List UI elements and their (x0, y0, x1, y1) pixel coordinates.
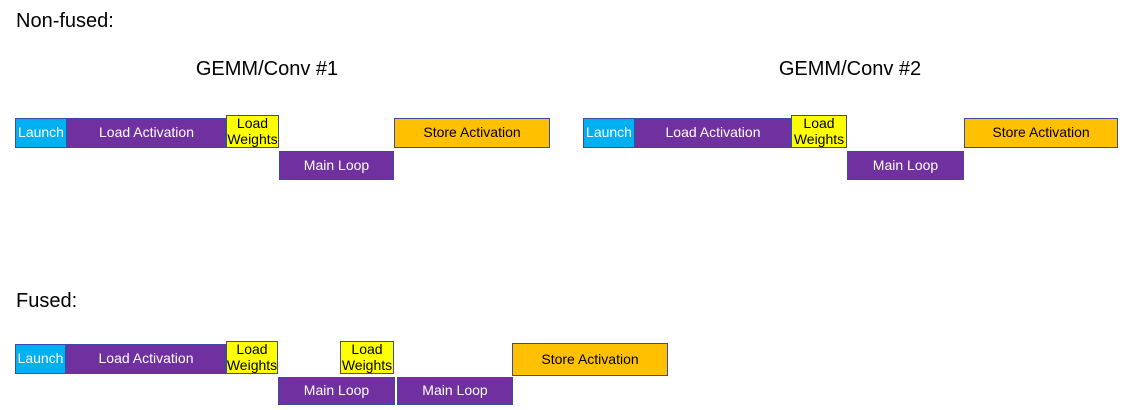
non-fused-section-label: Non-fused: (16, 10, 114, 32)
block-load-activation: Load Activation (66, 344, 226, 374)
gemm-conv-2-title: GEMM/Conv #2 (778, 58, 922, 80)
block-launch: Launch (15, 344, 66, 374)
block-load-activation: Load Activation (67, 118, 226, 148)
block-label: Load Weights (227, 115, 278, 147)
gemm-conv-1-title: GEMM/Conv #1 (195, 58, 339, 80)
block-label: Main Loop (422, 382, 488, 399)
fused-section-label: Fused: (16, 290, 78, 312)
block-label: Load Activation (665, 124, 761, 141)
block-store-activation: Store Activation (512, 343, 668, 376)
block-label: Main Loop (303, 382, 370, 399)
block-label: Main Loop (303, 156, 370, 173)
block-label: Load Weights (793, 115, 845, 147)
block-label: Store Activation (541, 350, 639, 367)
block-load-weights: Load Weights (340, 341, 394, 374)
block-launch: Launch (15, 118, 67, 148)
block-label: Main Loop (872, 156, 939, 173)
block-main-loop: Main Loop (397, 377, 513, 405)
block-label: Load Activation (98, 350, 194, 367)
block-load-weights: Load Weights (791, 115, 847, 148)
block-main-loop: Main Loop (279, 151, 394, 180)
block-label: Load Weights (341, 341, 393, 373)
block-label: Load Activation (99, 124, 194, 141)
block-main-loop: Main Loop (278, 377, 395, 405)
block-label: Launch (18, 124, 64, 141)
block-load-weights: Load Weights (226, 341, 278, 374)
block-label: Store Activation (423, 124, 521, 141)
block-load-activation: Load Activation (635, 118, 791, 148)
block-label: Store Activation (992, 124, 1090, 141)
block-launch: Launch (583, 118, 635, 148)
block-label: Launch (17, 350, 64, 367)
block-store-activation: Store Activation (394, 118, 550, 148)
block-label: Launch (586, 124, 632, 141)
block-label: Load Weights (226, 341, 278, 373)
block-load-weights: Load Weights (226, 115, 279, 148)
block-store-activation: Store Activation (964, 118, 1118, 148)
block-main-loop: Main Loop (847, 151, 964, 180)
